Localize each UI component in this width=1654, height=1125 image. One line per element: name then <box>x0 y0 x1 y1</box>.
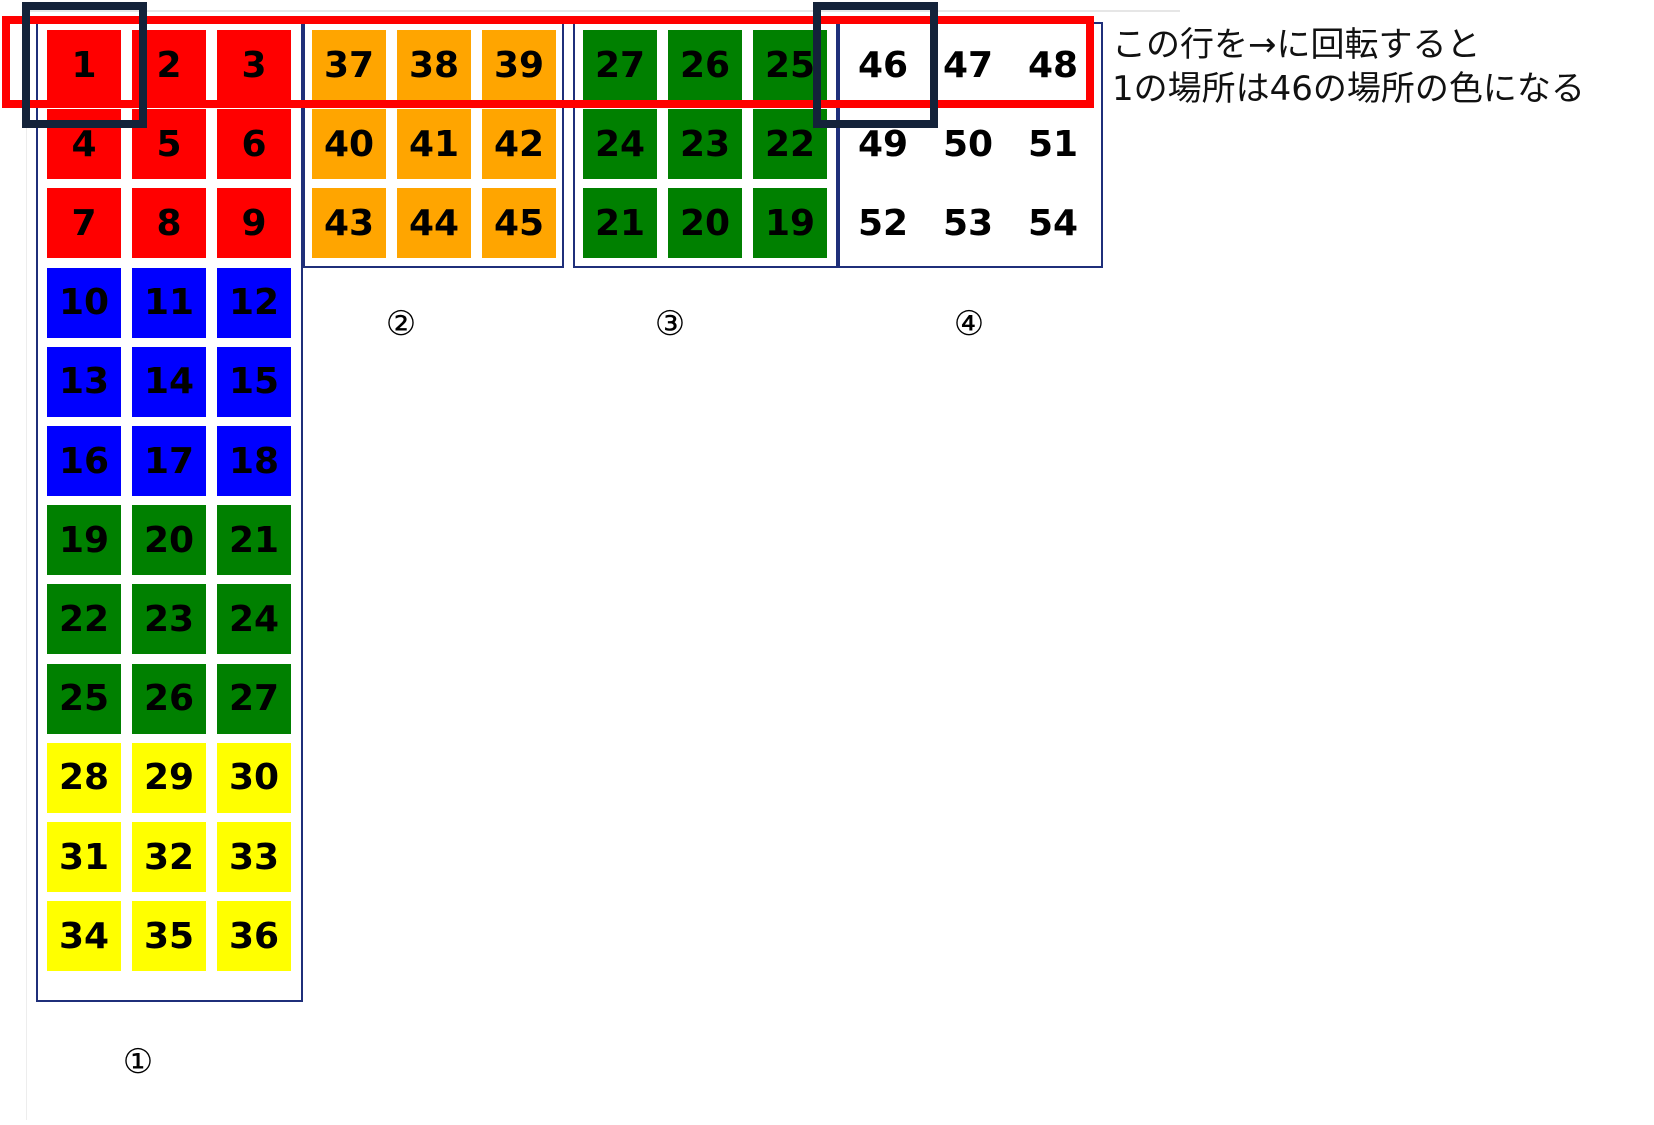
panel-1-cell-12: 12 <box>217 267 291 338</box>
panel-2-cell-41: 41 <box>397 109 471 179</box>
panel-1-cell-9: 9 <box>217 188 291 259</box>
panel-1-cell-11: 11 <box>132 267 206 338</box>
panel-1-cell-14: 14 <box>132 346 206 417</box>
panel-2-cell-37: 37 <box>312 30 386 100</box>
panel-1-cell-20: 20 <box>132 505 206 576</box>
panel-4-cell-53: 53 <box>931 188 1005 258</box>
panel-1-cell-18: 18 <box>217 426 291 496</box>
panel-1-cell-8: 8 <box>132 188 206 259</box>
panel-3-cell-20: 20 <box>668 188 742 258</box>
panel-1-cell-30: 30 <box>217 742 291 813</box>
panel-1-cell-26: 26 <box>132 663 206 734</box>
panel-1-cell-35: 35 <box>132 901 206 972</box>
panel-1-cell-19: 19 <box>47 505 121 576</box>
panel-4-cell-50: 50 <box>931 109 1005 179</box>
panel-1-cell-25: 25 <box>47 663 121 734</box>
panel-2-cell-38: 38 <box>397 30 471 100</box>
panel-2-label: ② <box>385 304 417 344</box>
panel-1-cell-15: 15 <box>217 346 291 417</box>
annotation-line-1: この行を→に回転すると <box>1112 25 1481 65</box>
panel-1-cell-22: 22 <box>47 584 121 655</box>
panel-1-cell-1: 1 <box>47 30 121 100</box>
panel-4-label: ④ <box>953 304 985 344</box>
panel-1-cell-13: 13 <box>47 346 121 417</box>
panel-1-cell-5: 5 <box>132 109 206 180</box>
panel-1-cell-17: 17 <box>132 426 206 496</box>
panel-3-cell-26: 26 <box>668 30 742 100</box>
panel-1-cell-29: 29 <box>132 742 206 813</box>
panel-3-cell-21: 21 <box>583 188 657 258</box>
panel-1-cell-21: 21 <box>217 505 291 576</box>
panel-1-cell-34: 34 <box>47 901 121 972</box>
panel-1-cell-24: 24 <box>217 584 291 655</box>
panel-1-cell-31: 31 <box>47 822 121 892</box>
panel-4-cell-47: 47 <box>931 30 1005 100</box>
panel-3-cell-27: 27 <box>583 30 657 100</box>
panel-1-label: ① <box>122 1042 154 1082</box>
panel-4-cell-54: 54 <box>1016 188 1090 258</box>
panel-1-cell-32: 32 <box>132 822 206 892</box>
panel-1-cell-16: 16 <box>47 426 121 496</box>
panel-4-cell-51: 51 <box>1016 109 1090 179</box>
panel-2-cell-40: 40 <box>312 109 386 179</box>
left-rule <box>26 10 27 1120</box>
panel-4-cell-52: 52 <box>846 188 920 258</box>
panel-2-cell-44: 44 <box>397 188 471 258</box>
panel-1-cell-6: 6 <box>217 109 291 180</box>
cell-46-highlight <box>813 2 938 128</box>
panel-4-cell-48: 48 <box>1016 30 1090 100</box>
panel-4-cell-46: 46 <box>846 30 920 100</box>
panel-2-cell-43: 43 <box>312 188 386 258</box>
panel-1-cell-10: 10 <box>47 267 121 338</box>
rotation-row-highlight <box>2 16 1094 108</box>
annotation-line-2: 1の場所は46の場所の色になる <box>1112 69 1585 109</box>
panel-2-cell-45: 45 <box>482 188 556 258</box>
panel-1-cell-23: 23 <box>132 584 206 655</box>
panel-3-label: ③ <box>654 304 686 344</box>
panel-1-cell-36: 36 <box>217 901 291 972</box>
panel-1-cell-7: 7 <box>47 188 121 259</box>
cell-1-highlight <box>22 2 147 128</box>
panel-2-cell-39: 39 <box>482 30 556 100</box>
top-rule <box>30 10 1180 12</box>
panel-1-cell-3: 3 <box>217 30 291 100</box>
panel-1-cell-28: 28 <box>47 742 121 813</box>
panel-3-cell-19: 19 <box>753 188 827 258</box>
panel-3-cell-24: 24 <box>583 109 657 179</box>
panel-1-cell-27: 27 <box>217 663 291 734</box>
panel-3-cell-23: 23 <box>668 109 742 179</box>
panel-2-cell-42: 42 <box>482 109 556 179</box>
panel-1-cell-33: 33 <box>217 822 291 892</box>
